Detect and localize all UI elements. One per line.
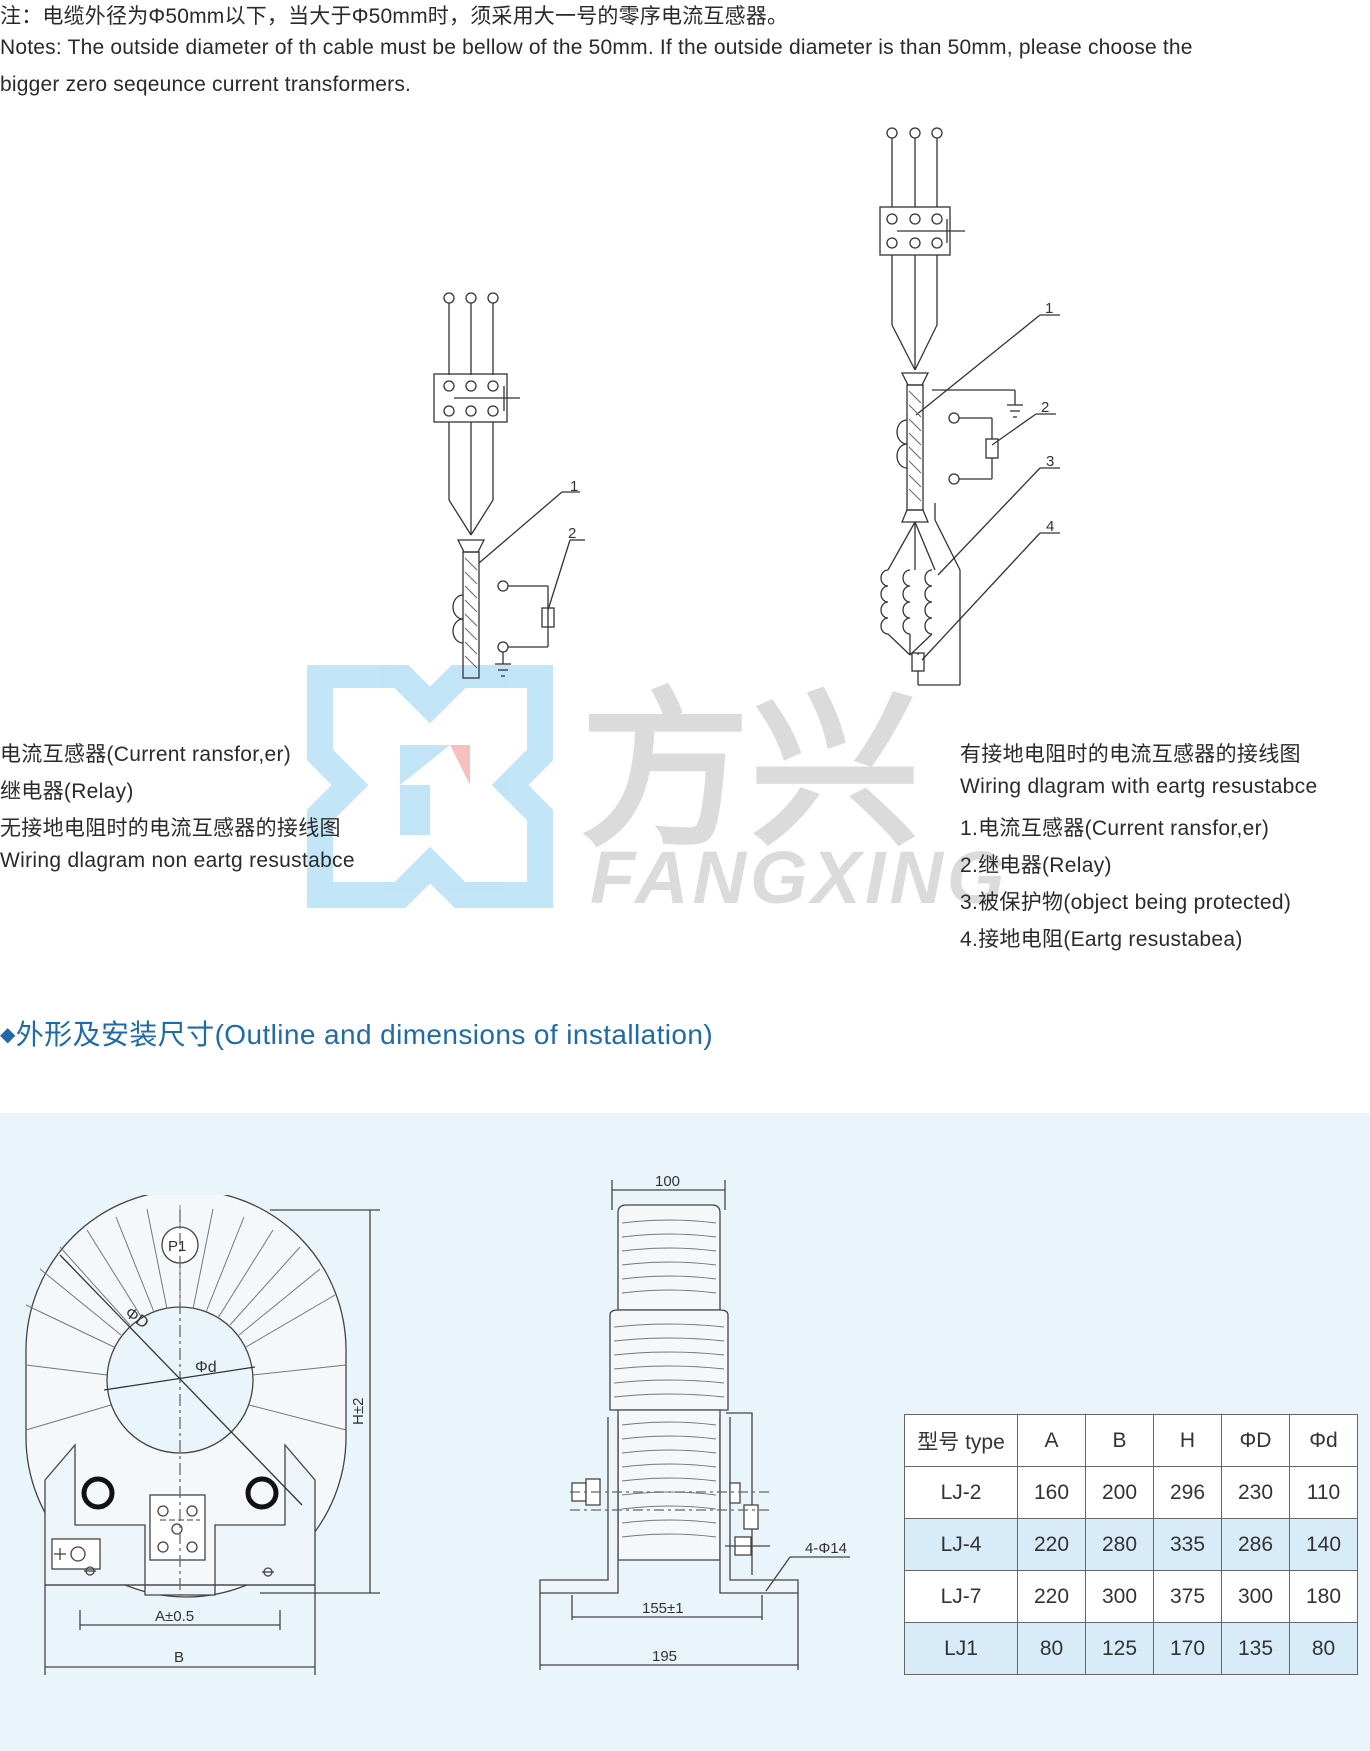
note-en-line1: Notes: The outside diameter of th cable … <box>0 36 1193 59</box>
table-cell: LJ-7 <box>904 1570 1018 1623</box>
side-view-drawing: 100 4-Φ14 155±1 195 <box>539 1173 850 1670</box>
legend-right-1: 有接地电阻时的电流互感器的接线图 <box>960 743 1301 766</box>
table-cell: 135 <box>1221 1622 1290 1675</box>
wiring-diagram-no-resistor: 1 2 <box>433 292 585 679</box>
table-row: LJ-2 160 200 296 230 110 <box>904 1466 1358 1519</box>
callout-2: 2 <box>568 525 576 542</box>
front-view-drawing: P1 ΦD Φd H±2 A±0.5 B <box>25 1195 380 1675</box>
legend-right-5: 3.被保护物(object being protected) <box>960 891 1292 914</box>
table-row: LJ-4 220 280 335 286 140 <box>904 1518 1358 1571</box>
table-cell: 220 <box>1017 1570 1086 1623</box>
note-cn: 注：电缆外径为Φ50mm以下，当大于Φ50mm时，须采用大一号的零序电流互感器。 <box>0 5 789 28</box>
table-cell: 180 <box>1289 1570 1358 1623</box>
table-cell: 296 <box>1153 1466 1222 1519</box>
table-cell: 375 <box>1153 1570 1222 1623</box>
watermark-cn-text: 方兴 <box>580 677 920 867</box>
label-height: H±2 <box>350 1398 367 1425</box>
table-cell: LJ-4 <box>904 1518 1018 1571</box>
table-header-row: 型号 type A B H ΦD Φd <box>904 1414 1358 1467</box>
table-header-cell: ΦD <box>1221 1414 1290 1467</box>
section-title: 外形及安装尺寸(Outline and dimensions of instal… <box>15 1019 714 1050</box>
table-cell: 110 <box>1289 1466 1358 1519</box>
table-cell: 80 <box>1289 1622 1358 1675</box>
table-cell: 160 <box>1017 1466 1086 1519</box>
callout-1: 1 <box>570 478 578 495</box>
legend-left-4: Wiring dlagram non eartg resustabce <box>0 849 355 872</box>
table-cell: 220 <box>1017 1518 1086 1571</box>
callout-1: 1 <box>1045 300 1053 317</box>
label-width-100: 100 <box>655 1173 680 1190</box>
legend-right-6: 4.接地电阻(Eartg resustabea) <box>960 928 1243 951</box>
watermark-en-text: FANGXING <box>590 836 1008 919</box>
legend-right-2: Wiring dlagram with eartg resustabce <box>960 775 1318 798</box>
legend-right-4: 2.继电器(Relay) <box>960 854 1112 877</box>
table-cell: 125 <box>1085 1622 1154 1675</box>
note-en-line2: bigger zero seqeunce current transformer… <box>0 73 412 96</box>
label-holes: 4-Φ14 <box>805 1540 847 1557</box>
diamond-bullet-icon: ◆ <box>0 1024 16 1046</box>
legend-left-2: 继电器(Relay) <box>0 780 134 803</box>
section-heading: ◆外形及安装尺寸(Outline and dimensions of insta… <box>0 1013 713 1053</box>
table-header-cell: Φd <box>1289 1414 1358 1467</box>
table-cell: LJ-2 <box>904 1466 1018 1519</box>
watermark-logo-icon <box>307 665 553 908</box>
label-b: B <box>174 1649 184 1666</box>
table-cell: 335 <box>1153 1518 1222 1571</box>
table-header-cell: 型号 type <box>904 1414 1018 1467</box>
callout-4: 4 <box>1046 518 1054 535</box>
table-header-cell: A <box>1017 1414 1086 1467</box>
table-row: LJ-7 220 300 375 300 180 <box>904 1570 1358 1623</box>
table-cell: 230 <box>1221 1466 1290 1519</box>
table-cell: 170 <box>1153 1622 1222 1675</box>
label-inner-diameter: Φd <box>195 1359 217 1376</box>
table-header-cell: H <box>1153 1414 1222 1467</box>
table-header-cell: B <box>1085 1414 1154 1467</box>
table-cell: 300 <box>1085 1570 1154 1623</box>
legend-left-1: 电流互感器(Current ransfor,er) <box>0 743 292 766</box>
legend-left-3: 无接地电阻时的电流互感器的接线图 <box>0 817 341 840</box>
label-inner-width: 155±1 <box>642 1600 684 1617</box>
wiring-diagram-with-resistor: 1 2 3 4 <box>879 127 1060 686</box>
table-row: LJ1 80 125 170 135 80 <box>904 1622 1358 1675</box>
label-p1: P1 <box>168 1238 186 1255</box>
label-outer-width: 195 <box>652 1648 677 1665</box>
callout-3: 3 <box>1046 453 1054 470</box>
watermark: 方兴 FANGXING <box>307 665 1008 919</box>
table-cell: 140 <box>1289 1518 1358 1571</box>
table-cell: 200 <box>1085 1466 1154 1519</box>
dimension-table: 型号 type A B H ΦD Φd LJ-2 160 200 296 230… <box>904 1414 1358 1675</box>
table-cell: 286 <box>1221 1518 1290 1571</box>
table-cell: 300 <box>1221 1570 1290 1623</box>
table-cell: LJ1 <box>904 1622 1018 1675</box>
table-cell: 80 <box>1017 1622 1086 1675</box>
label-a: A±0.5 <box>155 1608 194 1625</box>
callout-2: 2 <box>1041 399 1049 416</box>
table-cell: 280 <box>1085 1518 1154 1571</box>
legend-right-3: 1.电流互感器(Current ransfor,er) <box>960 817 1270 840</box>
